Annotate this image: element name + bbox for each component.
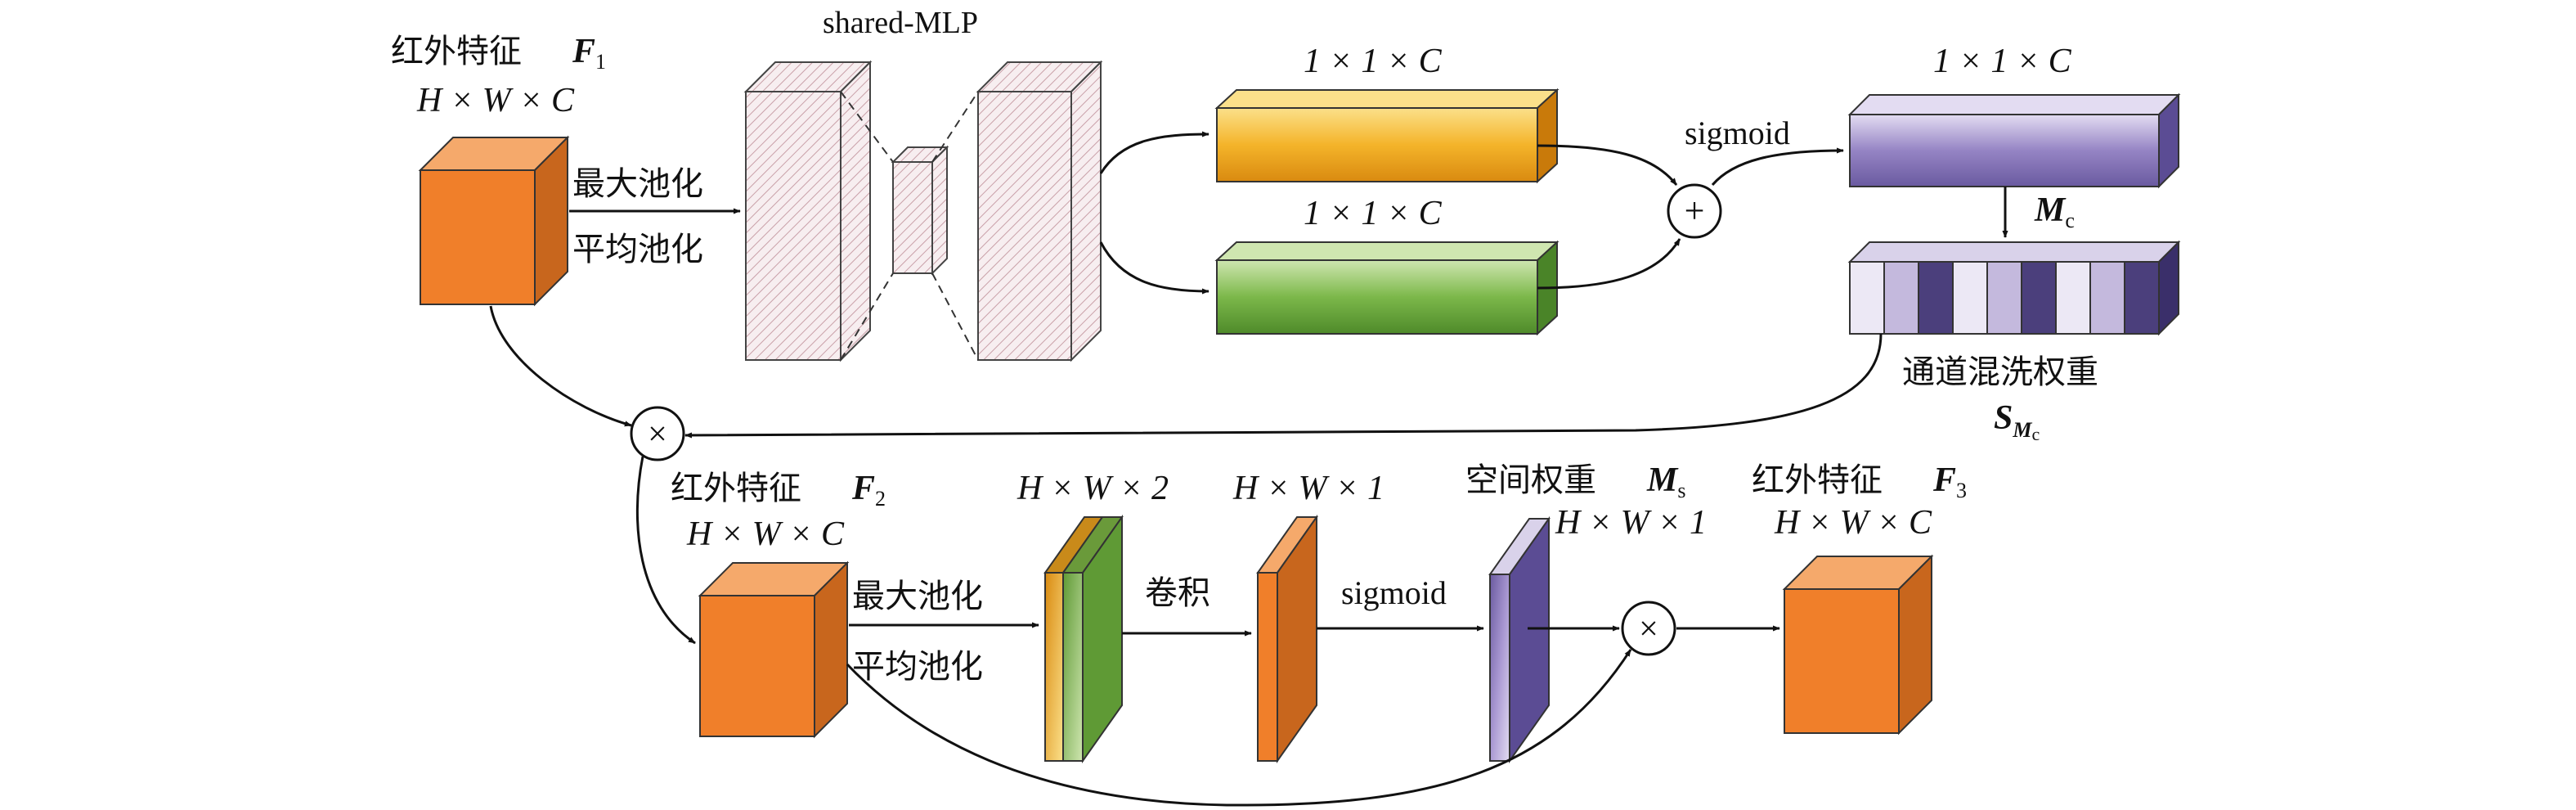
f2-symbol: F2	[851, 470, 886, 511]
multiply-to-f2-arrow	[635, 456, 696, 645]
ms-symbol: Ms	[1646, 461, 1685, 502]
green-vector-dims: 1 × 1 × C	[1304, 195, 1443, 232]
f3-dims: H × W × C	[1774, 504, 1932, 542]
shuffled-channel-weights	[1847, 240, 2181, 336]
f1-title: 红外特征	[391, 33, 522, 70]
f3-symbol: F3	[1932, 461, 1967, 502]
mlp-block-right	[976, 60, 1103, 362]
shuffle-symbol: SMc	[1994, 399, 2040, 444]
mc-label: Mc	[2034, 191, 2075, 232]
f3-title: 红外特征	[1752, 461, 1883, 499]
f1-dims: H × W × C	[416, 82, 575, 119]
conv-dims: H × W × 1	[1232, 470, 1384, 507]
f2-cube	[698, 560, 850, 739]
bottom-pool-avg-label: 平均池化	[852, 648, 983, 686]
spatial-weight-map	[1488, 515, 1551, 764]
top-pool-avg-label: 平均池化	[572, 231, 703, 268]
f2-title: 红外特征	[671, 470, 801, 507]
green-to-plus-arrow	[1537, 238, 1681, 290]
bottom-pool-max-label: 最大池化	[852, 578, 983, 615]
shuffle-to-multiply-arrow	[684, 333, 1883, 439]
shuffle-title: 通道混洗权重	[1902, 353, 2098, 391]
yellow-to-plus-arrow	[1537, 144, 1678, 186]
concat-feature-maps	[1043, 514, 1124, 764]
multiply-operator-1: ×	[630, 406, 685, 461]
mlp-block-left	[743, 60, 873, 362]
spatial-dims: H × W × 1	[1555, 504, 1707, 542]
plus-to-purple-arrow	[1711, 147, 1844, 186]
f2-dims: H × W × C	[686, 515, 845, 553]
f3-cube	[1782, 554, 1934, 736]
concat-dims: H × W × 2	[1016, 470, 1169, 507]
conv-label: 卷积	[1145, 574, 1210, 612]
svg-text:×: ×	[648, 416, 667, 453]
mlp-to-green-arrow	[1099, 241, 1209, 295]
f1-cube	[418, 135, 570, 307]
f1-to-multiply-arrow	[489, 305, 632, 427]
svg-text:+: +	[1685, 191, 1705, 231]
mlp-block-middle	[891, 145, 949, 276]
bottom-sigmoid-label: sigmoid	[1341, 574, 1447, 611]
mlp-to-yellow-arrow	[1099, 131, 1209, 174]
svg-text:×: ×	[1639, 610, 1658, 648]
yellow-vector-dims: 1 × 1 × C	[1304, 43, 1443, 80]
conv-output-map	[1256, 514, 1318, 764]
mlp-connectors	[840, 91, 979, 361]
channel-attention-vector	[1847, 92, 2181, 189]
f2-skip-arrow	[846, 649, 1632, 807]
add-operator: +	[1667, 183, 1722, 239]
f1-symbol: F1	[572, 33, 606, 74]
avg-pool-vector	[1214, 240, 1560, 336]
mlp-label: shared-MLP	[823, 6, 978, 40]
spatial-title: 空间权重	[1465, 461, 1596, 499]
max-pool-vector	[1214, 88, 1560, 184]
top-pool-max-label: 最大池化	[572, 165, 703, 203]
multiply-operator-2: ×	[1621, 601, 1676, 656]
top-sigmoid-label: sigmoid	[1685, 115, 1790, 151]
purple-vector-dims: 1 × 1 × C	[1933, 43, 2072, 80]
